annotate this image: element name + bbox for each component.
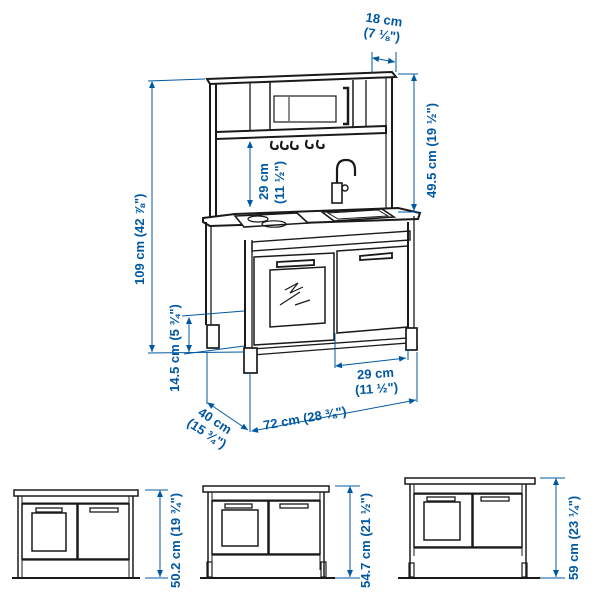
variant-2-height-label: 54.7 cm (21 ½") bbox=[358, 492, 373, 588]
backsplash-height-in: (11 ½") bbox=[272, 160, 287, 204]
total-height-label: 109 cm (42 ⅞") bbox=[132, 193, 147, 285]
main-kitchen bbox=[202, 70, 422, 374]
backsplash-cm: 29 cm bbox=[256, 163, 271, 200]
variant-1-height-label: 50.2 cm (19 ¾") bbox=[168, 492, 183, 588]
variant-3 bbox=[398, 477, 540, 579]
variant-3-height-label: 59 cm (23 ¼") bbox=[566, 495, 581, 580]
variant-drawings bbox=[12, 477, 540, 579]
variant-1 bbox=[12, 489, 140, 579]
bottom-clearance-label: 14.5 cm (5 ¾") bbox=[167, 304, 182, 392]
backsplash-height-label: 29 cm bbox=[256, 163, 271, 200]
dimension-lines bbox=[147, 52, 418, 433]
upper-height-label: 49.5 cm (19 ½") bbox=[424, 102, 439, 198]
variant-2 bbox=[200, 485, 335, 579]
inner-width-label: 29 cm (11 ½") bbox=[339, 364, 413, 399]
